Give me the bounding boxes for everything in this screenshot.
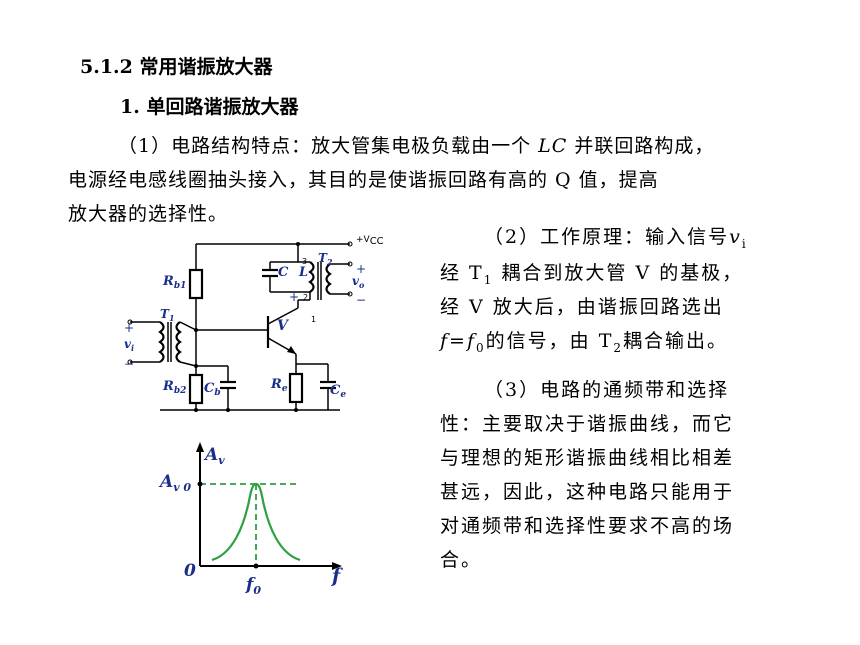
rb2-label: Rb2 (162, 379, 186, 396)
transistor-label: V (277, 318, 290, 334)
rb1-label: Rb1 (162, 274, 186, 291)
para2-line2: 经 T1 耦合到放大管 V 的基极， (440, 262, 744, 287)
para1-line3: 放大器的选择性。 (68, 203, 229, 225)
svg-text:1: 1 (311, 315, 316, 324)
y-axis-label: Av (203, 445, 225, 467)
para2-line1: （2）工作原理：输入信号vi (484, 226, 748, 251)
para3-line4: 甚远，因此，这种电路只能用于 (440, 481, 735, 503)
resonance-curve-chart: Av Av 0 0 f f0 (158, 442, 343, 597)
re-label: Re (270, 377, 288, 394)
peak-label: Av 0 (158, 472, 191, 494)
para3-line5: 对通频带和选择性要求不高的场 (440, 515, 735, 537)
para3-line2: 性：主要取决于谐振曲线，而它 (440, 413, 735, 435)
l-label: L (298, 265, 308, 280)
x-axis-label: f (330, 565, 343, 587)
para1-line2: 电源经电感线圈抽头接入，其目的是使谐振回路有高的 Q 值，提高 (68, 169, 659, 191)
vo-label: vo (352, 274, 365, 290)
cb-label: Cb (204, 381, 221, 398)
re-resistor (288, 372, 304, 404)
subsection-heading: 1. 单回路谐振放大器 (120, 96, 299, 118)
t2-secondary-coil (325, 263, 332, 295)
vi-label: vi (124, 337, 134, 353)
svg-text:+: + (289, 290, 299, 304)
l-coil (308, 261, 315, 293)
svg-text:−: − (356, 293, 366, 307)
t1-label: T1 (160, 307, 175, 323)
para2-line3: 经 V 放大后，由谐振回路选出 (440, 296, 724, 318)
f0-label: f0 (245, 575, 261, 597)
svg-text:3: 3 (302, 257, 307, 266)
svg-text:+VCC: +VCC (356, 235, 384, 247)
c-label: C (278, 265, 289, 280)
para3-line1: （3）电路的通频带和选择 (484, 379, 730, 401)
rb2-resistor (188, 373, 204, 405)
svg-text:−: − (124, 357, 134, 371)
circuit-diagram: +VCC Rb1 Rb2 Cb Re Ce C L T1 T2 V vi vo … (124, 235, 384, 412)
rb1-resistor (188, 268, 204, 300)
para1-line1: （1）电路结构特点：放大管集电极负载由一个 LC 并联回路构成， (118, 135, 715, 157)
para3-line3: 与理想的矩形谐振曲线相比相差 (440, 447, 735, 469)
para2-line4: f=f0的信号，由 T2耦合输出。 (440, 330, 729, 355)
origin-label: 0 (184, 561, 196, 581)
ce-label: Ce (330, 383, 346, 400)
t1-primary-coil (158, 321, 165, 363)
t2-label: T2 (318, 251, 333, 267)
para3-line6: 合。 (440, 549, 483, 571)
section-heading: 5.1.2 常用谐振放大器 (80, 56, 273, 78)
svg-text:2: 2 (303, 293, 308, 302)
svg-text:+: + (124, 321, 134, 335)
resonance-curve (211, 482, 301, 562)
svg-text:+: + (356, 262, 366, 276)
